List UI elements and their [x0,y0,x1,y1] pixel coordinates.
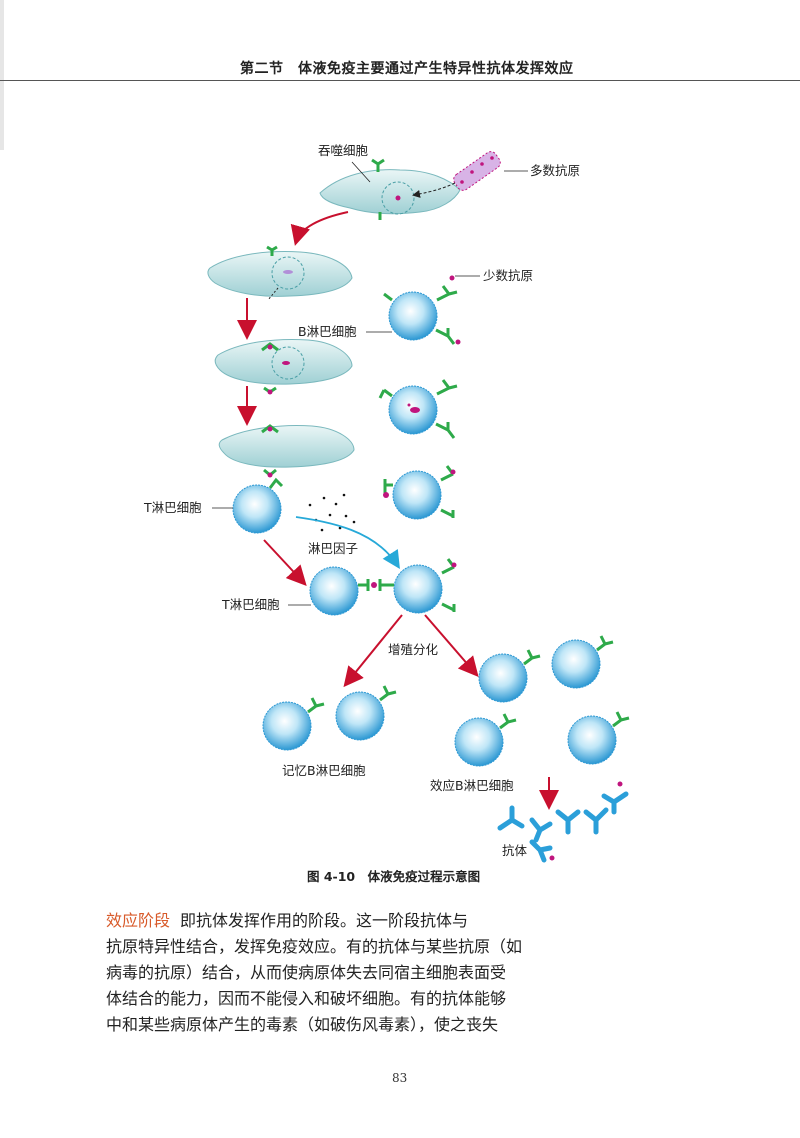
body-line-1-text: 即抗体发挥作用的阶段。这一阶段抗体与 [180,911,469,930]
label-antigen-many: 多数抗原 [530,163,580,178]
body-line-3: 病毒的抗原）结合，从而使病原体失去同宿主细胞表面受 [106,963,507,982]
lymphokine-dots [308,493,356,532]
phagocyte-4 [218,424,355,478]
figure-caption: 图 4-10 体液免疫过程示意图 [307,869,481,884]
b-cell-1 [383,275,461,345]
activated-b-cell [358,558,457,614]
page-edge-shadow [0,0,4,150]
body-line-1: 效应阶段即抗体发挥作用的阶段。这一阶段抗体与 [106,908,496,934]
b-cell-2 [378,379,458,439]
b-cell-3 [383,465,456,520]
t-cell-1 [232,477,284,534]
body-paragraph: 效应阶段即抗体发挥作用的阶段。这一阶段抗体与 抗原特异性结合，发挥免疫效应。有的… [106,908,523,1038]
antibodies [497,791,629,863]
label-antibody: 抗体 [502,843,528,858]
running-header: 第二节 体液免疫主要通过产生特异性抗体发挥效应 [240,61,574,77]
label-t-lymphocyte-1: T淋巴细胞 [143,500,202,515]
phagocyte-3 [214,339,353,395]
effector-b-cell-3 [454,713,517,767]
memory-b-cell-1 [262,697,325,751]
phagocyte-1 [319,158,461,220]
phagocyte-2 [207,245,353,301]
effector-b-cell-4 [567,711,630,765]
label-b-lymphocyte: B淋巴细胞 [298,324,357,339]
page-number: 83 [392,1071,408,1085]
label-memory-b: 记忆B淋巴细胞 [282,763,366,778]
body-line-5: 中和某些病原体产生的毒素（如破伤风毒素），使之丧失 [106,1015,499,1034]
effector-b-cell-1 [478,649,541,703]
t-cell-2 [309,566,359,616]
label-t-lymphocyte-2: T淋巴细胞 [221,597,280,612]
label-lymphokine: 淋巴因子 [308,541,358,556]
humoral-immunity-diagram: 多数抗原 吞噬细胞 少数抗原 B淋巴细胞 [143,143,630,863]
body-line-2: 抗原特异性结合，发挥免疫效应。有的抗体与某些抗原（如 [106,937,523,956]
label-effector-b: 效应B淋巴细胞 [430,778,514,793]
label-phagocyte: 吞噬细胞 [318,143,369,158]
label-proliferation: 增殖分化 [388,642,439,657]
effector-b-cell-2 [551,635,614,689]
term-effector-phase: 效应阶段 [106,911,171,930]
body-line-4: 体结合的能力，因而不能侵入和破坏细胞。有的抗体能够 [106,989,507,1008]
antigen-rod-many [453,151,501,191]
label-antigen-few: 少数抗原 [483,268,533,283]
memory-b-cell-2 [335,685,397,741]
header-rule [0,80,800,81]
